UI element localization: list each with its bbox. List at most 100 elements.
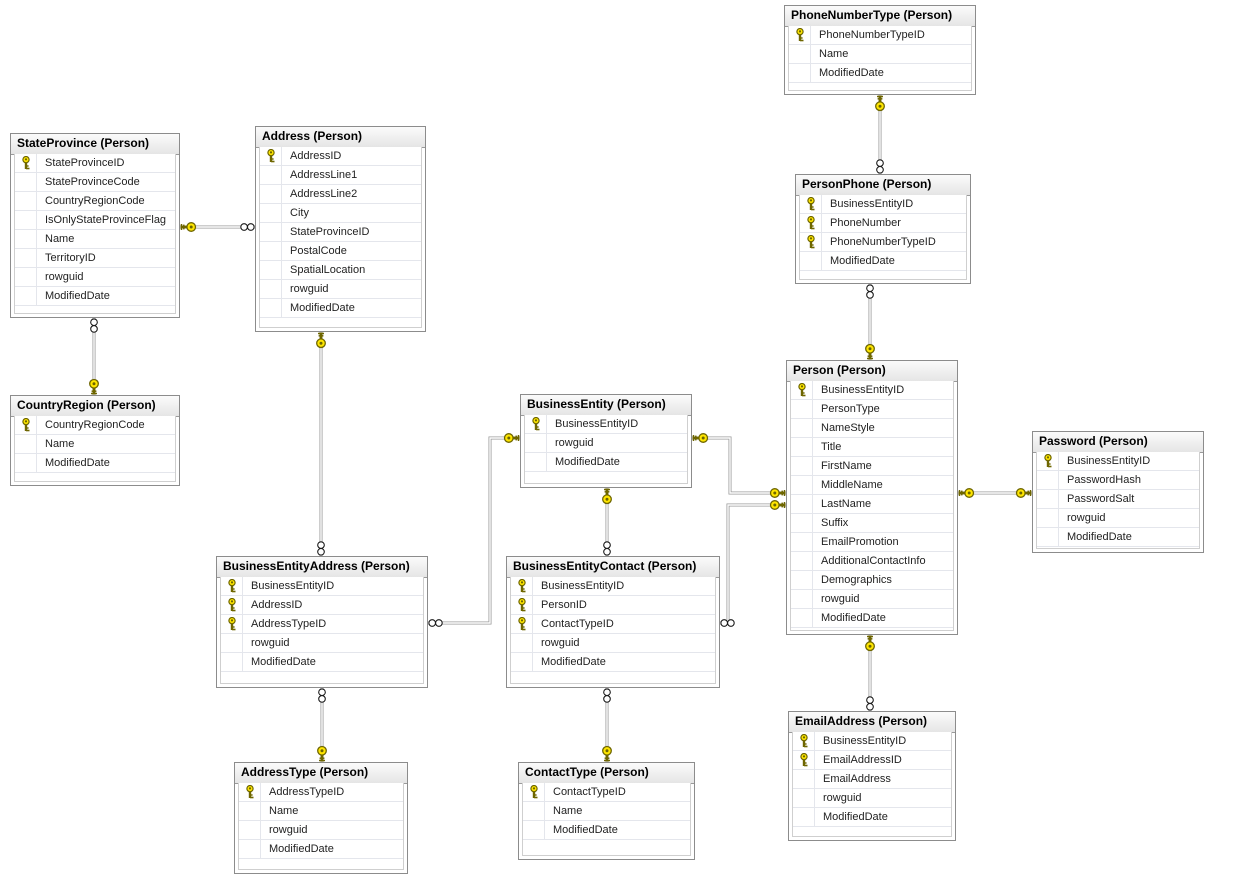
table-node-BusinessEntityContact[interactable]: BusinessEntityContact (Person)BusinessEn… [506,556,720,688]
column-row-Address-City[interactable]: City [260,204,421,223]
column-row-Person-LastName[interactable]: LastName [791,495,953,514]
column-row-Address-PostalCode[interactable]: PostalCode [260,242,421,261]
column-row-CountryRegion-CountryRegionCode[interactable]: CountryRegionCode [15,416,175,435]
relationship-connector-CountryRegion-StateProvince[interactable] [89,318,99,395]
table-title-AddressType[interactable]: AddressType (Person) [235,763,407,784]
relationship-connector-AddressType-BusinessEntityAddress[interactable] [317,688,327,762]
table-title-CountryRegion[interactable]: CountryRegion (Person) [11,396,179,417]
table-title-EmailAddress[interactable]: EmailAddress (Person) [789,712,955,733]
column-row-AddressType-Name[interactable]: Name [239,802,403,821]
column-row-EmailAddress-EmailAddress[interactable]: EmailAddress [793,770,951,789]
column-row-CountryRegion-ModifiedDate[interactable]: ModifiedDate [15,454,175,473]
column-row-Person-PersonType[interactable]: PersonType [791,400,953,419]
column-row-BusinessEntityContact-rowguid[interactable]: rowguid [511,634,715,653]
column-row-BusinessEntityAddress-AddressID[interactable]: AddressID [221,596,423,615]
column-row-Address-ModifiedDate[interactable]: ModifiedDate [260,299,421,318]
column-row-BusinessEntity-BusinessEntityID[interactable]: BusinessEntityID [525,415,687,434]
column-row-PhoneNumberType-PhoneNumberTypeID[interactable]: PhoneNumberTypeID [789,26,971,45]
column-row-ContactType-Name[interactable]: Name [523,802,690,821]
column-row-BusinessEntityAddress-ModifiedDate[interactable]: ModifiedDate [221,653,423,672]
column-row-PhoneNumberType-Name[interactable]: Name [789,45,971,64]
column-row-EmailAddress-ModifiedDate[interactable]: ModifiedDate [793,808,951,827]
column-row-StateProvince-StateProvinceCode[interactable]: StateProvinceCode [15,173,175,192]
relationship-connector-BusinessEntity-BusinessEntityContact[interactable] [602,488,612,556]
column-row-StateProvince-StateProvinceID[interactable]: StateProvinceID [15,154,175,173]
column-row-Password-BusinessEntityID[interactable]: BusinessEntityID [1037,452,1199,471]
column-row-Person-ModifiedDate[interactable]: ModifiedDate [791,609,953,628]
table-node-PhoneNumberType[interactable]: PhoneNumberType (Person)PhoneNumberTypeI… [784,5,976,95]
table-title-BusinessEntityAddress[interactable]: BusinessEntityAddress (Person) [217,557,427,578]
table-title-BusinessEntity[interactable]: BusinessEntity (Person) [521,395,691,416]
table-title-PhoneNumberType[interactable]: PhoneNumberType (Person) [785,6,975,27]
column-row-EmailAddress-BusinessEntityID[interactable]: BusinessEntityID [793,732,951,751]
column-row-Person-EmailPromotion[interactable]: EmailPromotion [791,533,953,552]
column-row-Password-rowguid[interactable]: rowguid [1037,509,1199,528]
column-row-BusinessEntity-rowguid[interactable]: rowguid [525,434,687,453]
table-title-Address[interactable]: Address (Person) [256,127,425,148]
column-row-BusinessEntityContact-BusinessEntityID[interactable]: BusinessEntityID [511,577,715,596]
column-row-BusinessEntityAddress-BusinessEntityID[interactable]: BusinessEntityID [221,577,423,596]
column-row-AddressType-AddressTypeID[interactable]: AddressTypeID [239,783,403,802]
column-row-EmailAddress-rowguid[interactable]: rowguid [793,789,951,808]
column-row-Address-AddressLine2[interactable]: AddressLine2 [260,185,421,204]
relationship-connector-Address-BusinessEntityAddress[interactable] [316,332,326,556]
column-row-StateProvince-ModifiedDate[interactable]: ModifiedDate [15,287,175,306]
column-row-Address-rowguid[interactable]: rowguid [260,280,421,299]
column-row-Person-FirstName[interactable]: FirstName [791,457,953,476]
column-row-Person-AdditionalContactInfo[interactable]: AdditionalContactInfo [791,552,953,571]
column-row-Person-BusinessEntityID[interactable]: BusinessEntityID [791,381,953,400]
relationship-connector-Person-BusinessEntityContact[interactable] [720,500,786,627]
relationship-connector-Person-PersonPhone[interactable] [865,284,875,360]
column-row-Person-Demographics[interactable]: Demographics [791,571,953,590]
column-row-Address-AddressID[interactable]: AddressID [260,147,421,166]
relationship-connector-ContactType-BusinessEntityContact[interactable] [602,688,612,762]
column-row-StateProvince-rowguid[interactable]: rowguid [15,268,175,287]
column-row-ContactType-ContactTypeID[interactable]: ContactTypeID [523,783,690,802]
column-row-PersonPhone-PhoneNumber[interactable]: PhoneNumber [800,214,966,233]
column-row-ContactType-ModifiedDate[interactable]: ModifiedDate [523,821,690,840]
column-row-Address-StateProvinceID[interactable]: StateProvinceID [260,223,421,242]
column-row-Person-Suffix[interactable]: Suffix [791,514,953,533]
table-title-Password[interactable]: Password (Person) [1033,432,1203,453]
column-row-Password-ModifiedDate[interactable]: ModifiedDate [1037,528,1199,547]
column-row-BusinessEntity-ModifiedDate[interactable]: ModifiedDate [525,453,687,472]
column-row-AddressType-ModifiedDate[interactable]: ModifiedDate [239,840,403,859]
column-row-Person-Title[interactable]: Title [791,438,953,457]
column-row-BusinessEntityContact-PersonID[interactable]: PersonID [511,596,715,615]
column-row-PersonPhone-BusinessEntityID[interactable]: BusinessEntityID [800,195,966,214]
column-row-StateProvince-Name[interactable]: Name [15,230,175,249]
column-row-Address-SpatialLocation[interactable]: SpatialLocation [260,261,421,280]
table-title-BusinessEntityContact[interactable]: BusinessEntityContact (Person) [507,557,719,578]
column-row-EmailAddress-EmailAddressID[interactable]: EmailAddressID [793,751,951,770]
column-row-Password-PasswordHash[interactable]: PasswordHash [1037,471,1199,490]
column-row-CountryRegion-Name[interactable]: Name [15,435,175,454]
column-row-Person-NameStyle[interactable]: NameStyle [791,419,953,438]
column-row-BusinessEntityContact-ModifiedDate[interactable]: ModifiedDate [511,653,715,672]
relationship-connector-Person-Password[interactable] [958,488,1032,498]
relationship-connector-Person-EmailAddress[interactable] [865,635,875,711]
column-row-StateProvince-TerritoryID[interactable]: TerritoryID [15,249,175,268]
column-row-BusinessEntityContact-ContactTypeID[interactable]: ContactTypeID [511,615,715,634]
column-row-BusinessEntityAddress-rowguid[interactable]: rowguid [221,634,423,653]
relationship-connector-BusinessEntity-Person[interactable] [692,433,786,498]
table-title-StateProvince[interactable]: StateProvince (Person) [11,134,179,155]
column-row-PersonPhone-ModifiedDate[interactable]: ModifiedDate [800,252,966,271]
column-row-StateProvince-CountryRegionCode[interactable]: CountryRegionCode [15,192,175,211]
column-row-PhoneNumberType-ModifiedDate[interactable]: ModifiedDate [789,64,971,83]
column-row-PersonPhone-PhoneNumberTypeID[interactable]: PhoneNumberTypeID [800,233,966,252]
column-row-Password-PasswordSalt[interactable]: PasswordSalt [1037,490,1199,509]
relationship-connector-StateProvince-Address[interactable] [180,222,255,232]
table-title-Person[interactable]: Person (Person) [787,361,957,382]
table-title-PersonPhone[interactable]: PersonPhone (Person) [796,175,970,196]
column-row-StateProvince-IsOnlyStateProvinceFlag[interactable]: IsOnlyStateProvinceFlag [15,211,175,230]
